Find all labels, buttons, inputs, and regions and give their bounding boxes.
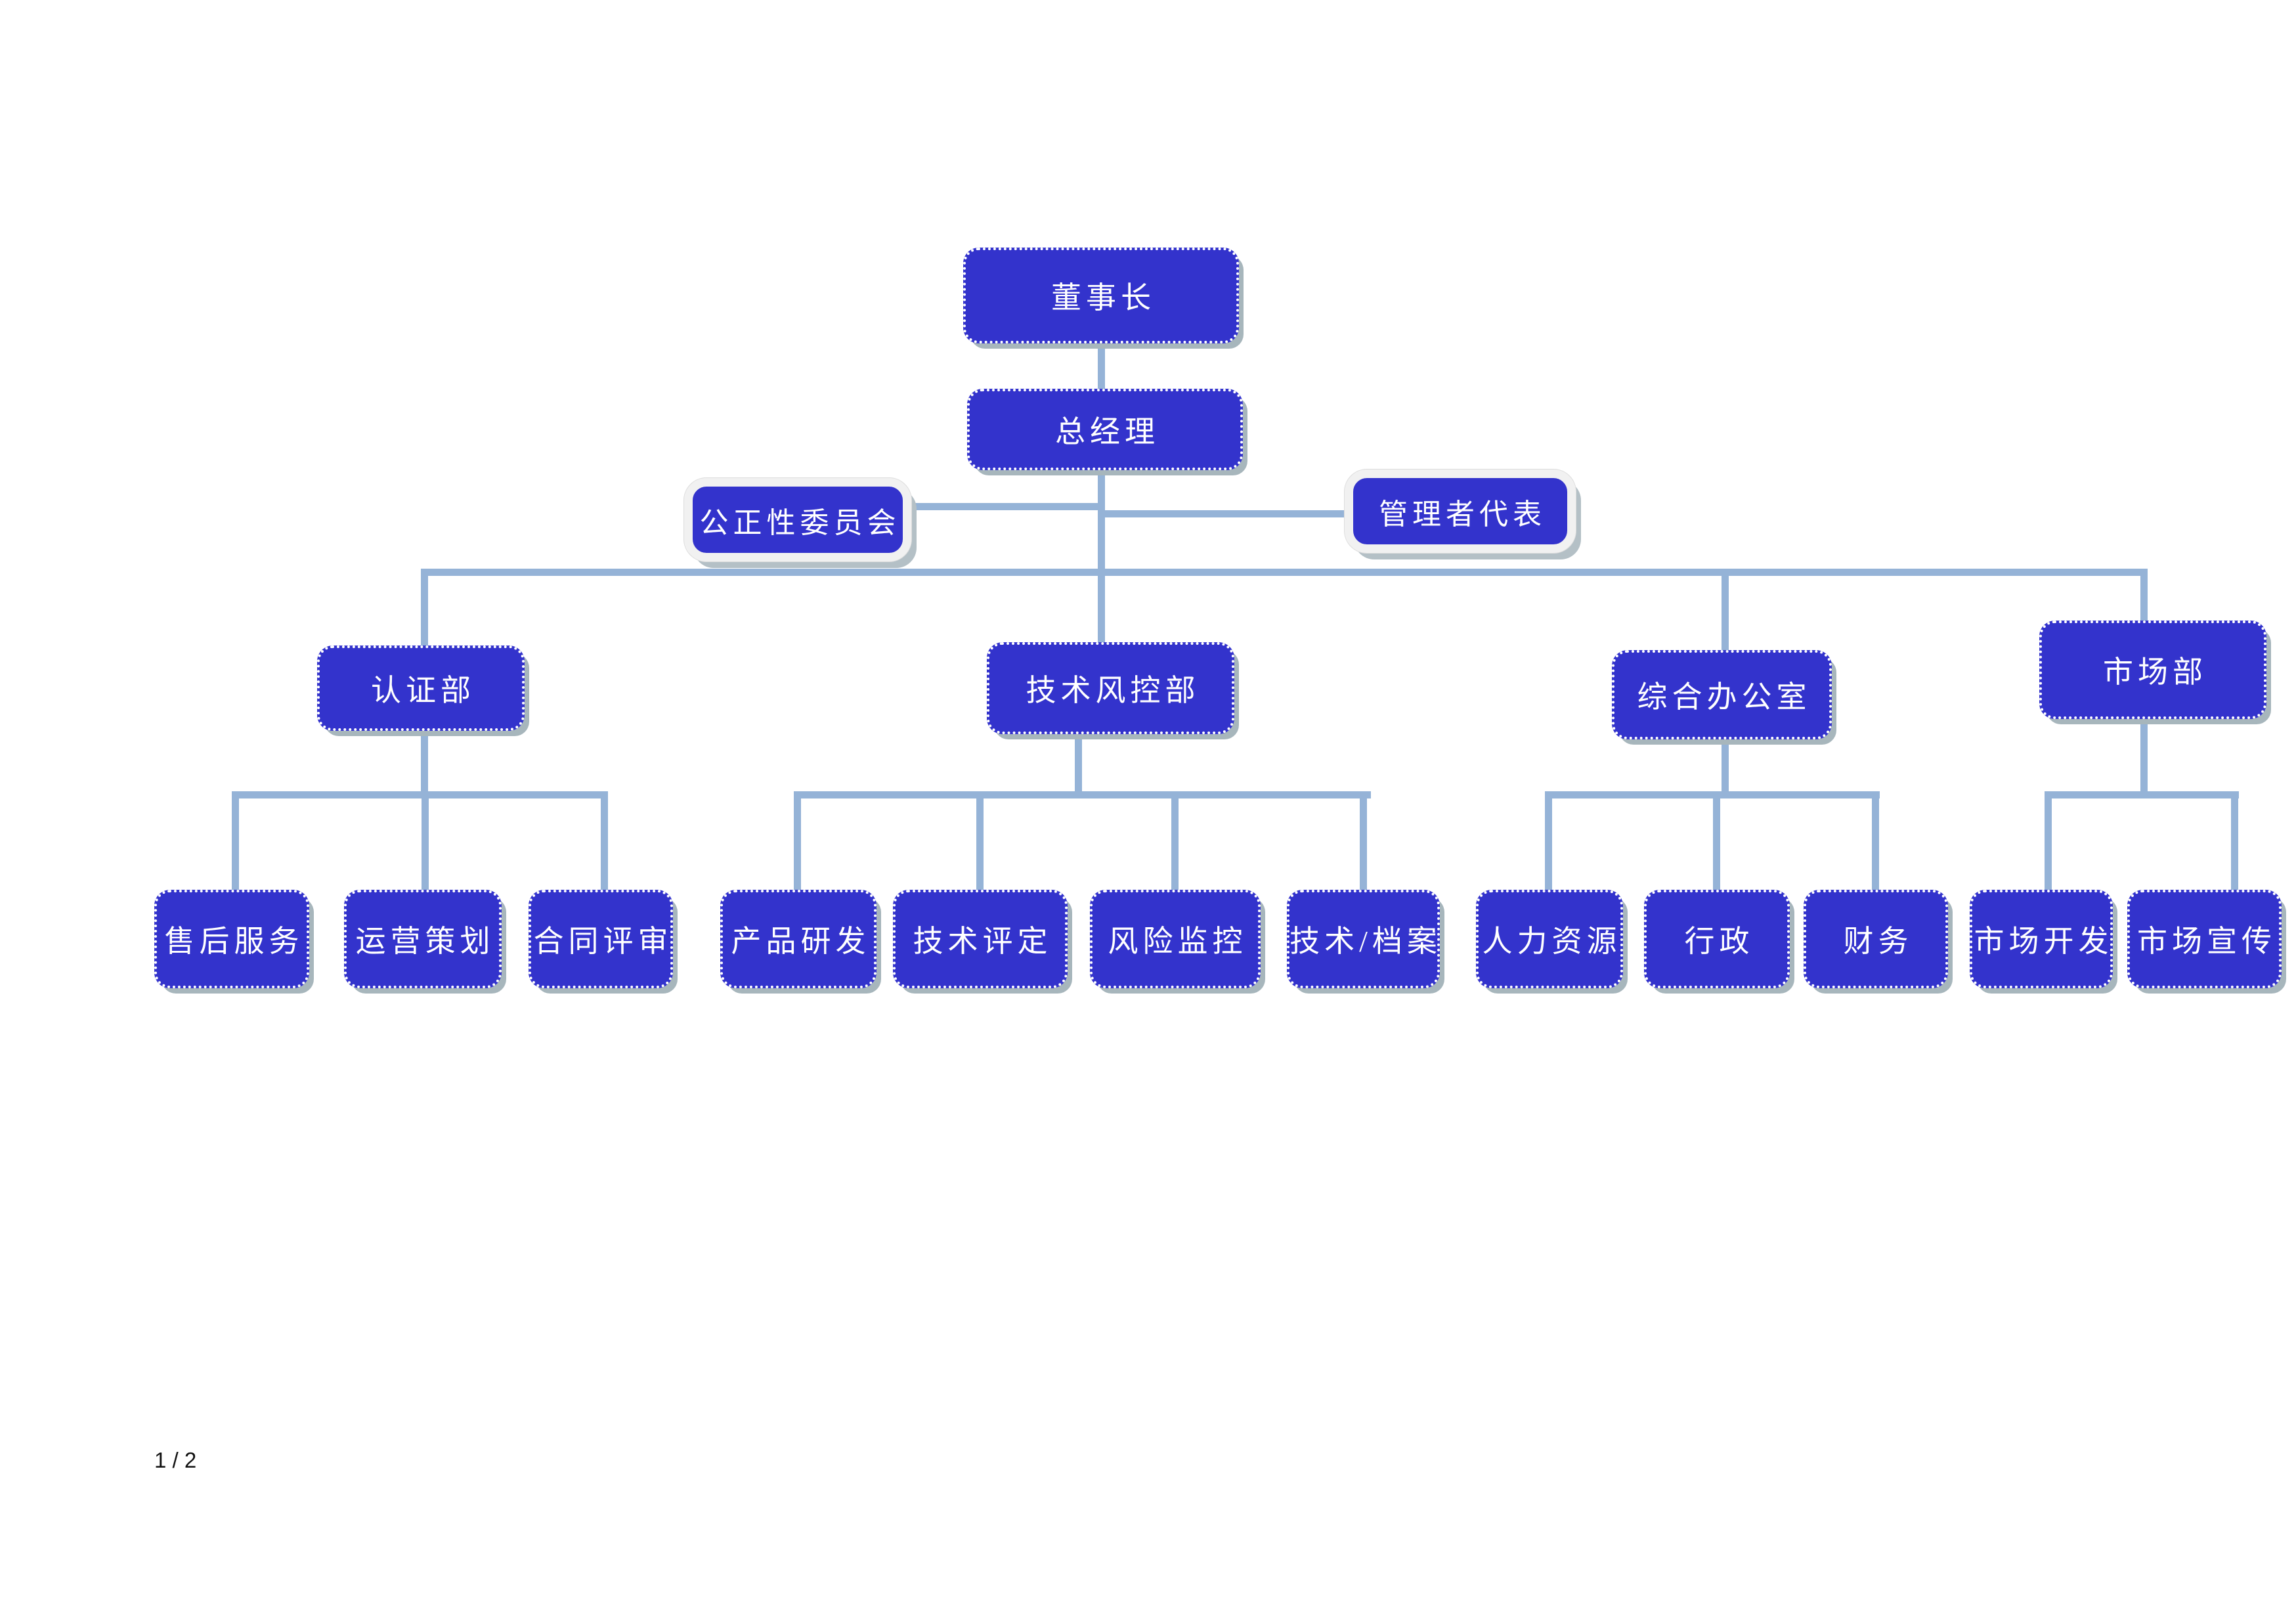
- org-node-label: 产品研发: [731, 925, 871, 958]
- org-node-market-development: 市场开发: [1970, 890, 2113, 988]
- org-node-label: 人力资源: [1482, 925, 1622, 958]
- org-node-certification-dept: 认证部: [317, 645, 525, 731]
- connector-impartiality-committee: [910, 503, 1105, 510]
- org-node-label: 市场部: [2103, 655, 2207, 689]
- connector-drop-hr: [1545, 791, 1552, 890]
- connector-drop-tech-assessment: [976, 791, 984, 890]
- connector-drop-market-dev: [2045, 791, 2052, 890]
- org-node-risk-monitoring: 风险监控: [1090, 890, 1261, 988]
- connector-bar-techrisk: [794, 791, 1371, 798]
- page-number: 1 / 2: [154, 1448, 197, 1472]
- connector-drop-finance: [1872, 791, 1879, 890]
- org-node-label: 风险监控: [1108, 925, 1247, 958]
- connector-bar-marketing: [2045, 791, 2239, 798]
- org-node-market-promotion: 市场宣传: [2127, 890, 2282, 988]
- org-node-label: 市场宣传: [2137, 925, 2276, 958]
- org-node-label: 合同评审: [533, 925, 673, 958]
- org-node-label: 认证部: [371, 674, 475, 707]
- org-node-general-office: 综合办公室: [1612, 650, 1832, 739]
- org-node-label: 公正性委员会: [699, 506, 901, 539]
- org-node-after-sales-service: 售后服务: [154, 890, 309, 988]
- org-node-label: 技术/档案: [1289, 925, 1442, 958]
- org-node-contract-review: 合同评审: [529, 890, 673, 988]
- connector-marketing-bar: [2140, 719, 2148, 795]
- org-node-label: 技术评定: [913, 925, 1052, 958]
- connector-chairman-gm: [1098, 341, 1105, 391]
- connector-drop-certification: [421, 569, 428, 645]
- org-node-label: 董事长: [1051, 281, 1156, 315]
- org-node-label: 技术风控部: [1026, 674, 1200, 707]
- org-node-management-representative: 管理者代表: [1345, 470, 1576, 553]
- connector-drop-risk-monitoring: [1171, 791, 1179, 890]
- org-node-operations-planning: 运营策划: [344, 890, 502, 988]
- org-node-administration: 行政: [1644, 890, 1790, 988]
- org-node-finance: 财务: [1804, 890, 1948, 988]
- connector-techrisk-bar: [1075, 734, 1082, 795]
- connector-drop-contract: [601, 791, 608, 890]
- org-node-label: 总经理: [1055, 415, 1159, 448]
- connector-management-representative: [1102, 510, 1347, 517]
- org-node-label: 财务: [1843, 925, 1913, 958]
- org-node-tech-archives: 技术/档案: [1287, 890, 1440, 988]
- org-node-label: 售后服务: [164, 925, 304, 958]
- org-node-label: 综合办公室: [1637, 680, 1811, 714]
- connector-bar-genoffice: [1545, 791, 1880, 798]
- connector-drop-administration: [1713, 791, 1720, 890]
- org-node-label: 运营策划: [355, 925, 495, 958]
- org-node-human-resources: 人力资源: [1476, 890, 1623, 988]
- connector-drop-general-office: [1722, 569, 1729, 650]
- org-node-label: 管理者代表: [1379, 498, 1546, 531]
- org-node-marketing-dept: 市场部: [2039, 621, 2266, 719]
- org-node-tech-risk-control-dept: 技术风控部: [987, 642, 1234, 734]
- connector-genoffice-bar: [1722, 739, 1729, 795]
- org-node-general-manager: 总经理: [967, 389, 1243, 470]
- connector-bar-certification: [232, 791, 608, 798]
- org-node-label: 行政: [1684, 925, 1754, 958]
- connector-gm-trunk: [1098, 469, 1105, 642]
- org-node-product-rd: 产品研发: [720, 890, 877, 988]
- org-node-chairman: 董事长: [963, 248, 1239, 343]
- org-node-label: 市场开发: [1974, 925, 2113, 958]
- connector-drop-product-rd: [794, 791, 801, 890]
- connector-drop-operations: [422, 791, 429, 890]
- org-node-tech-assessment: 技术评定: [893, 890, 1068, 988]
- connector-certification-bar: [421, 731, 428, 795]
- org-node-impartiality-committee: 公正性委员会: [684, 478, 911, 561]
- connector-drop-after-sales: [232, 791, 239, 890]
- connector-drop-market-promo: [2231, 791, 2238, 890]
- connector-drop-marketing: [2140, 569, 2148, 621]
- connector-drop-tech-archives: [1360, 791, 1367, 890]
- connector-trunk: [422, 569, 2148, 576]
